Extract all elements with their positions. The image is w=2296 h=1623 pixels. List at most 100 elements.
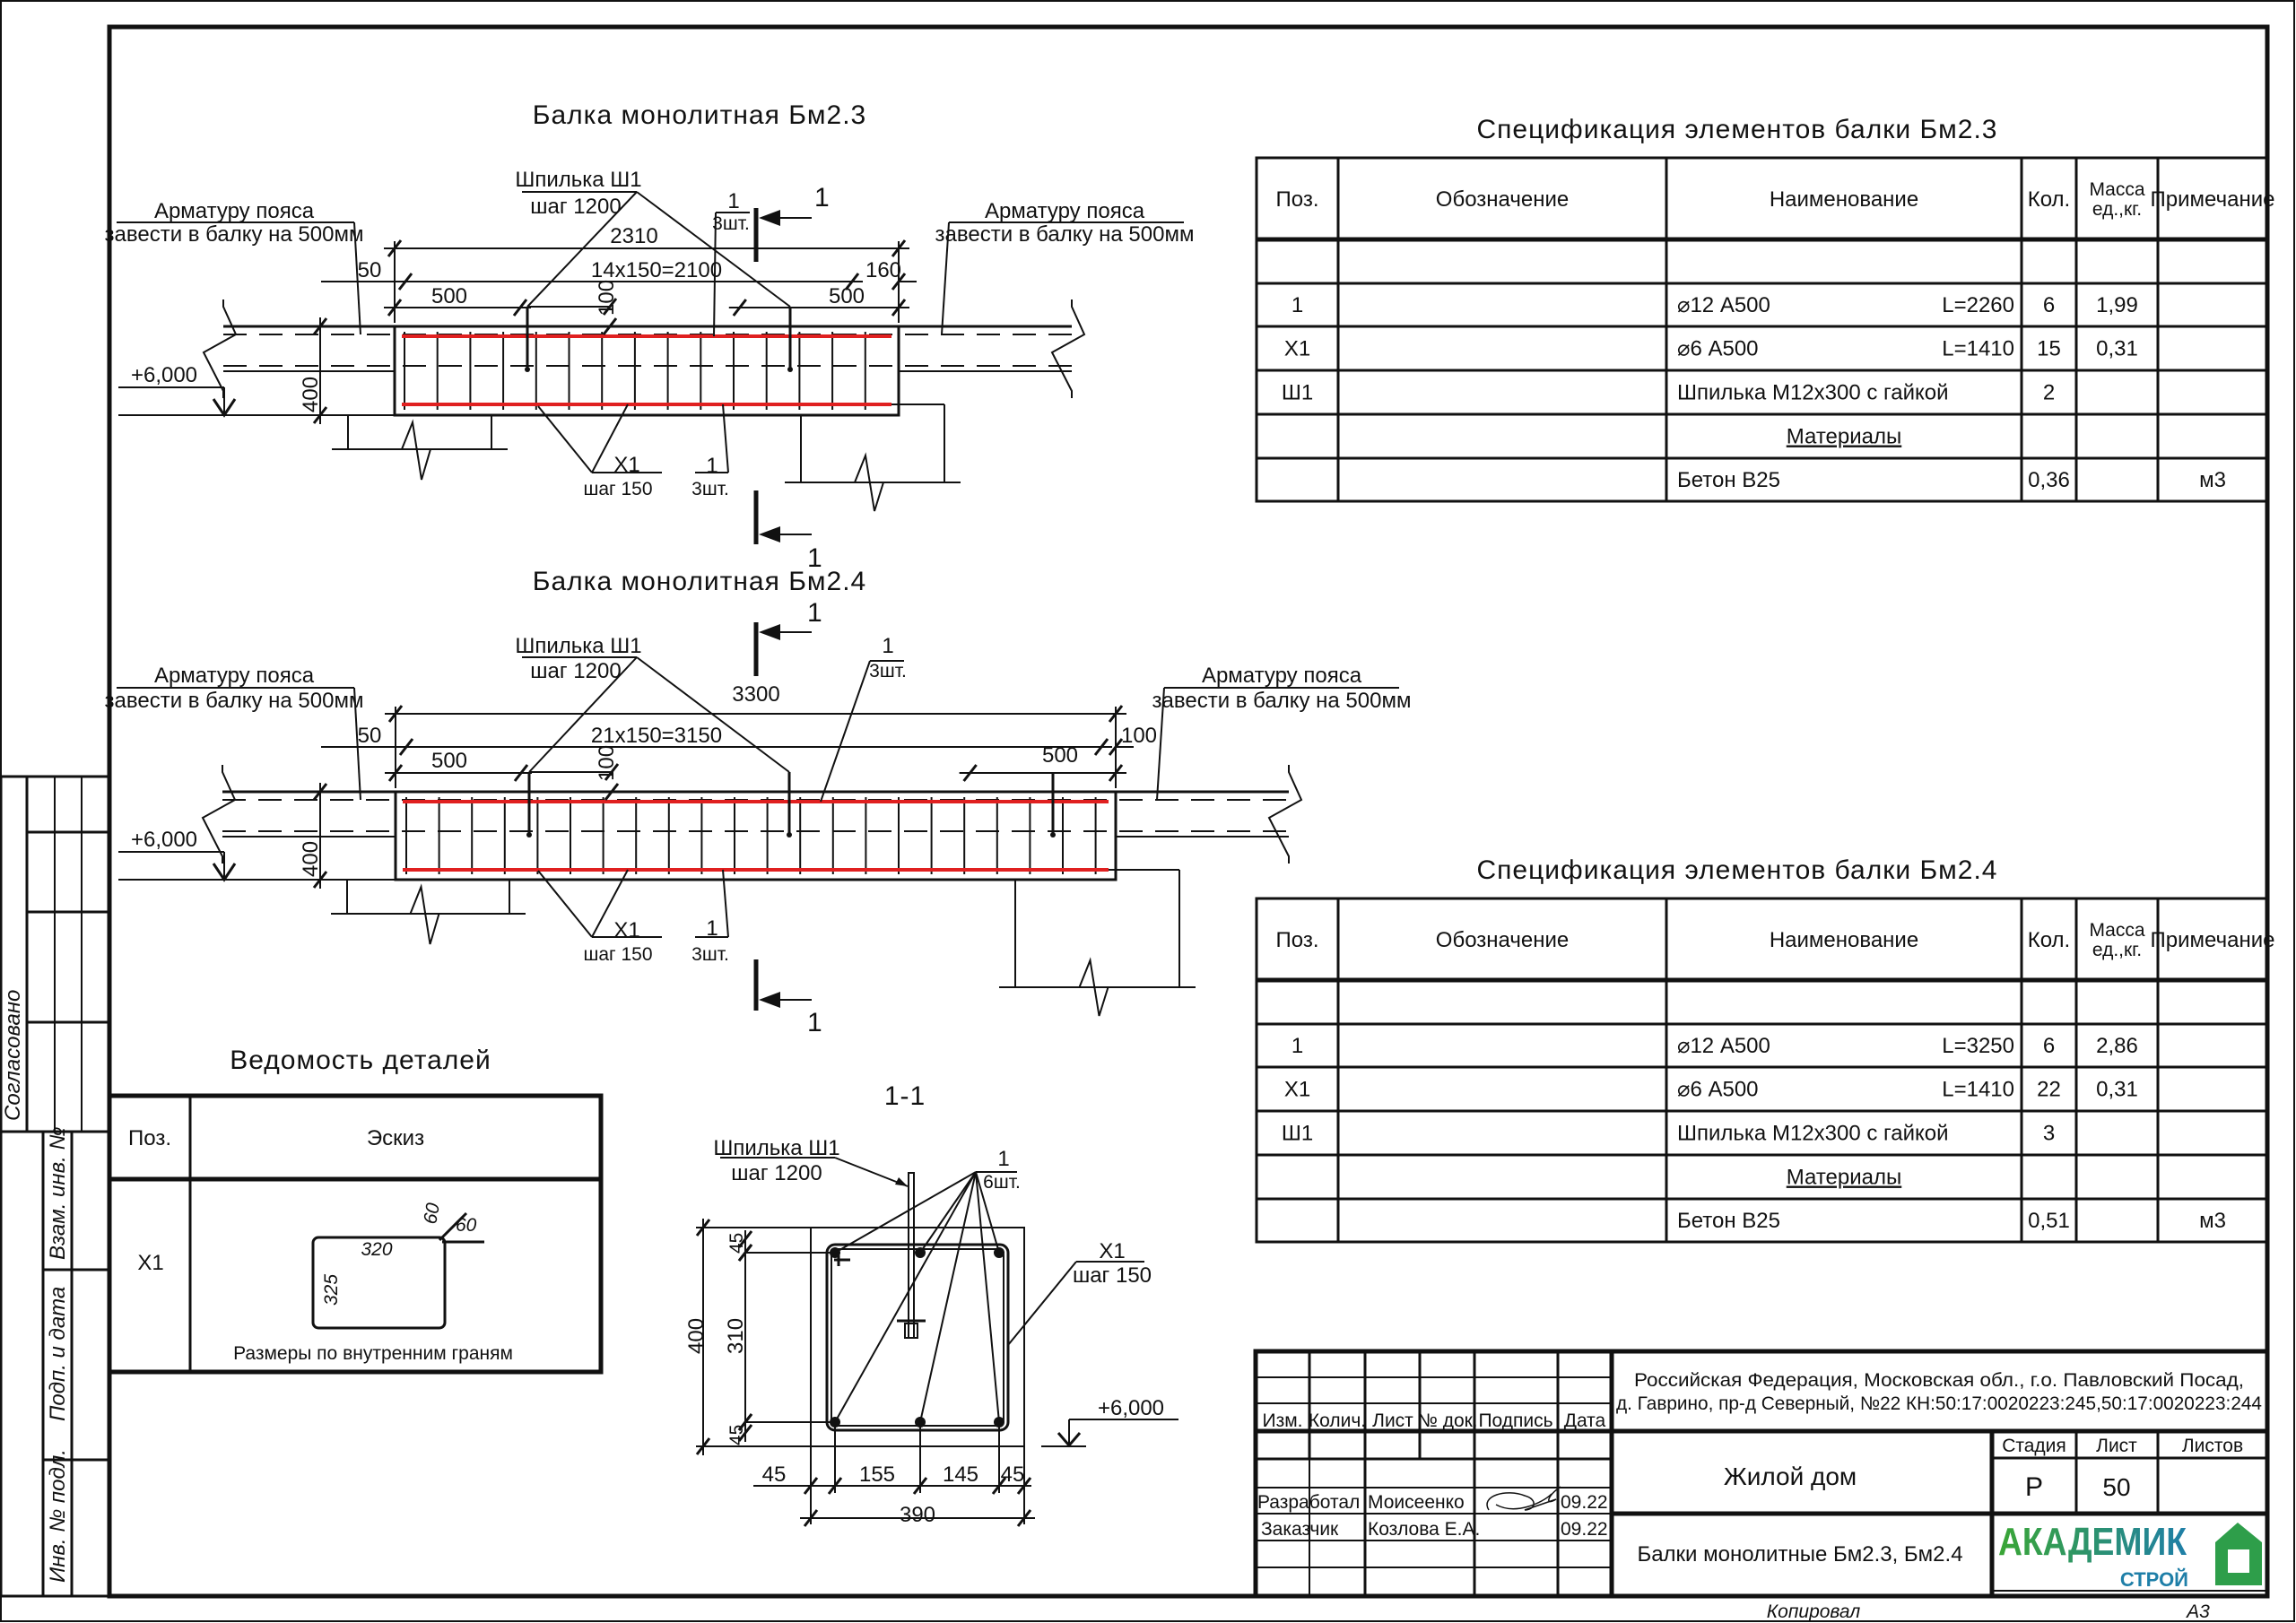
sign-date-label: Подп. и дата: [46, 1287, 70, 1421]
dimension-tick: [604, 783, 620, 801]
dimension-tick: [891, 273, 907, 291]
replaces-inv-label: Взам. инв. №: [46, 1127, 70, 1260]
dimension-tick: [962, 764, 978, 782]
sheet-value: 50: [2102, 1473, 2130, 1501]
beam-24-title: Балка монолитная Бм2.4: [533, 567, 866, 596]
section-dim-left: 45: [762, 1462, 787, 1487]
dimension-tick: [312, 783, 328, 801]
spec-header-cell: Наименование: [1770, 187, 1918, 212]
stirrup-leader: [591, 404, 629, 473]
dimension-tick: [1093, 738, 1109, 756]
dimension-tick: [732, 299, 747, 317]
beam-23-dim-end-right: 500: [829, 284, 865, 308]
section-arrow-icon: [759, 992, 780, 1008]
beam-23-stirrup-step: шаг 150: [583, 479, 652, 499]
dimension-tick: [312, 317, 328, 335]
beam-23-pin-step: шаг 1200: [530, 195, 621, 219]
logo-text-sub: СТРОЙ: [2120, 1568, 2188, 1591]
beam-23-note-right-1: Арматуру пояса: [985, 199, 1145, 223]
customer-date: 09.22: [1561, 1519, 1608, 1540]
dimension-tick: [602, 317, 618, 335]
cell-name: Шпилька М12х300 с гайкой: [1677, 381, 1949, 405]
dimension-tick: [387, 764, 404, 782]
cell-name-section: Материалы: [1787, 425, 1902, 449]
spec-header-cell: Поз.: [1276, 187, 1319, 212]
spec-table-title: Спецификация элементов балки Бм2.4: [1477, 855, 1998, 885]
cell-note: м3: [2199, 468, 2226, 492]
spec-table-row: Материалы: [1787, 425, 1902, 449]
beam-23-section-mark-top: 1: [814, 183, 831, 213]
cell-qty: 6: [2043, 1034, 2055, 1058]
dimension-tick: [513, 764, 529, 782]
section-title: 1-1: [884, 1081, 926, 1111]
break-line: [1050, 299, 1086, 398]
bar-leader: [975, 1171, 1000, 1254]
dimension-tick: [737, 1230, 753, 1248]
section-pin-label: Шпилька Ш1: [713, 1136, 839, 1160]
title-block: Российская Федерация, Московская обл., г…: [1253, 1349, 2270, 1622]
beam-23-dim-total: 2310: [610, 224, 657, 248]
tb-header-qty: Колич.: [1309, 1410, 1366, 1431]
section-dim-mid-left: 155: [859, 1462, 895, 1487]
beam-24-level: +6,000: [131, 828, 197, 852]
cell-name: ⌀6 А500: [1677, 337, 1759, 361]
section-dim-height: 400: [684, 1318, 709, 1354]
developer-signature: [1486, 1486, 1561, 1511]
section-bar-qty: 6шт.: [983, 1172, 1021, 1193]
beam-23-geometry: [117, 191, 1184, 544]
spec-table-title: Спецификация элементов балки Бм2.3: [1477, 115, 1998, 144]
cell-mass: 0,31: [2096, 337, 2138, 361]
section-dim-cover-top: 45: [726, 1233, 747, 1254]
sketch-dim-height: 325: [321, 1274, 342, 1306]
tb-header-sheet: Лист: [1372, 1410, 1413, 1431]
cell-length: L=1410: [1942, 337, 2014, 361]
spec-tables: Спецификация элементов балки Бм2.3Поз.Об…: [1255, 115, 2274, 1244]
beam-23-title: Балка монолитная Бм2.3: [533, 100, 866, 130]
level-mark-icon: [212, 398, 237, 418]
break-line: [1267, 765, 1303, 864]
cell-name-section: Материалы: [1787, 1166, 1902, 1190]
pin-nut: [904, 1323, 918, 1339]
dimension-tick: [602, 298, 618, 316]
beam-23-bar-qty-bottom: 3шт.: [691, 479, 729, 499]
cell-qty: 6: [2043, 293, 2055, 317]
break-line: [202, 299, 238, 398]
support-right-break: [785, 452, 961, 512]
title-block-grid: [1253, 1349, 2270, 1599]
cell-mass: 2,86: [2096, 1034, 2138, 1058]
drawing-title: Балки монолитные Бм2.3, Бм2.4: [1637, 1542, 1962, 1567]
dimension-tick: [398, 738, 414, 756]
section-bar-pos: 1: [997, 1147, 1009, 1171]
details-schedule: Ведомость деталей Поз. Эскиз X1 320 325 …: [107, 1046, 604, 1375]
section-geometry: [695, 1157, 1178, 1527]
bar-leader: [919, 1171, 977, 1423]
spec-header-cell: Кол.: [2028, 187, 2070, 212]
sketch-dim-hook-1: 60: [420, 1202, 444, 1226]
beam-23-dim-spacing: 14x150=2100: [591, 258, 722, 282]
support-right-break: [999, 957, 1196, 1017]
project-name: Жилой дом: [1724, 1462, 1857, 1490]
beam-24-note-left-2: завести в балку на 500мм: [105, 689, 364, 713]
bar-leader: [834, 1171, 977, 1254]
beam-23-level: +6,000: [131, 363, 197, 387]
header-line: Масса: [2089, 179, 2144, 200]
section-dim-width: 390: [900, 1503, 935, 1527]
dimension-tick: [1108, 738, 1124, 756]
bar-leader: [975, 1171, 1000, 1423]
beam-23-pin-label: Шпилька Ш1: [515, 168, 641, 192]
tb-header-signature: Подпись: [1478, 1410, 1552, 1431]
left-stamp: Согласовано Взам. инв. № Подп. и дата Ин…: [0, 775, 111, 1598]
beam-outline: [393, 325, 900, 417]
customer-label: Заказчик: [1261, 1519, 1339, 1540]
dimension-tick: [312, 871, 328, 889]
support-right: [1014, 870, 1180, 988]
cell-length: L=2260: [1942, 293, 2014, 317]
sheets-label: Листов: [2182, 1436, 2243, 1456]
stirrup-leader: [1007, 1261, 1077, 1346]
section-1-1: 1-1 Шпилька Ш1 шаг 1200 1 6шт. X1 шаг 15…: [684, 1081, 1178, 1527]
beam-23-note-left-1: Арматуру пояса: [154, 199, 315, 223]
pin-leader: [834, 1157, 909, 1187]
bar-leader-top: [713, 212, 717, 337]
